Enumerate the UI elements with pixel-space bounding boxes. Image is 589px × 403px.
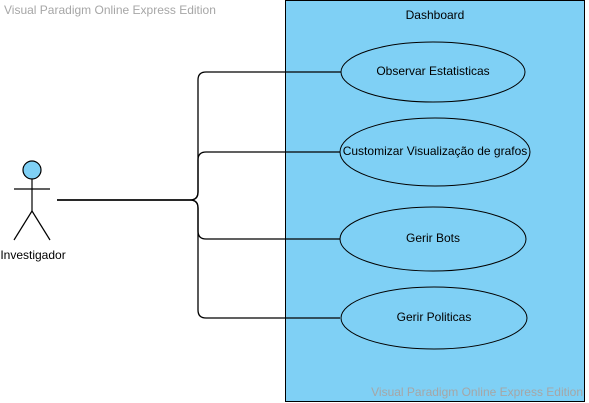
use-case-label-gerir-bots: Gerir Bots bbox=[405, 231, 460, 245]
use-case-customizar-visualizacao[interactable] bbox=[339, 117, 531, 187]
actor-left-leg bbox=[13, 210, 33, 241]
use-case-label-customizar-visualizacao: Customizar Visualização de grafos bbox=[342, 144, 528, 158]
association-gerir-politicas[interactable] bbox=[57, 199, 340, 319]
watermark-top: Visual Paradigm Online Express Edition bbox=[4, 3, 216, 17]
system-title: Dashboard bbox=[405, 8, 465, 22]
use-case-gerir-bots[interactable] bbox=[339, 206, 527, 272]
watermark-bottom: Visual Paradigm Online Express Edition bbox=[371, 385, 583, 399]
use-case-observar-estatisticas[interactable] bbox=[340, 41, 526, 103]
use-case-label-observar-estatisticas: Observar Estatisticas bbox=[376, 64, 490, 78]
actor-figure[interactable] bbox=[13, 160, 51, 241]
associations bbox=[57, 71, 342, 319]
actor-label: Investigador bbox=[0, 248, 66, 262]
use-case-gerir-politicas[interactable] bbox=[340, 286, 528, 350]
actor-right-leg bbox=[31, 210, 51, 241]
use-case-label-gerir-politicas: Gerir Politicas bbox=[396, 310, 472, 324]
association-customizar-visualizacao[interactable] bbox=[57, 151, 340, 201]
actor-head bbox=[22, 160, 42, 180]
